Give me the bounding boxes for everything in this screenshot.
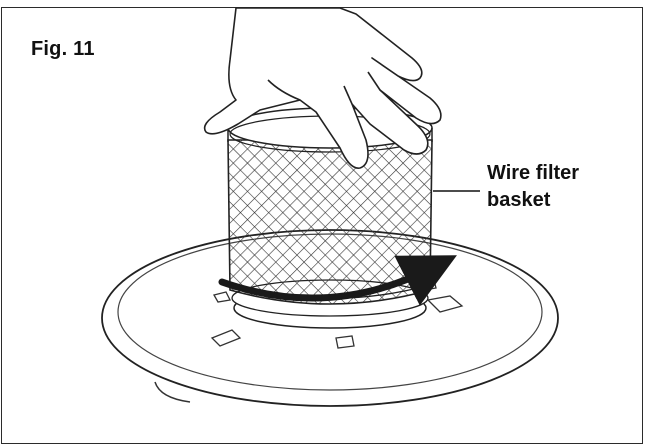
figure-label: Fig. 11 [31,38,95,60]
callout-line-1: Wire filter [487,162,580,184]
callout-line-2: basket [487,189,551,211]
rotation-arrow [218,255,457,306]
wire-filter-basket-callout: Wire filter basket [487,160,607,214]
hand-illustration [203,7,442,169]
